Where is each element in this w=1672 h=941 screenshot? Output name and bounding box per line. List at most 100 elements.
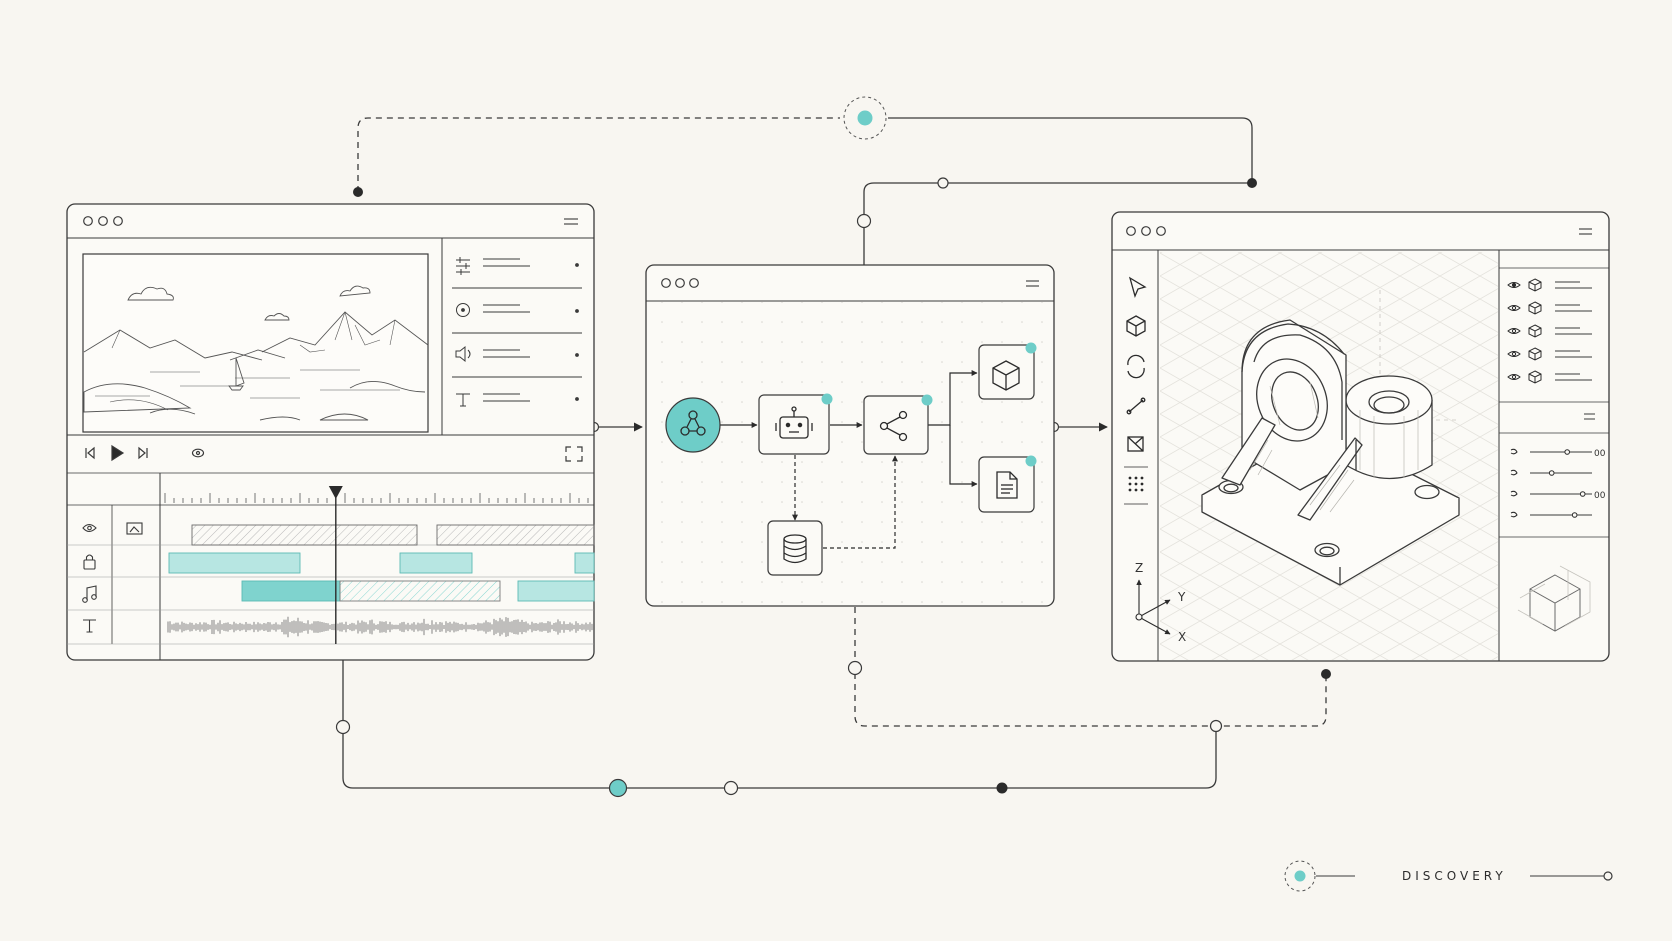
loop-icon[interactable] [191,448,205,458]
slider-row[interactable]: 00 [1510,490,1606,501]
slider-icon [1510,469,1518,476]
slider-row[interactable] [1510,511,1592,518]
window-controls[interactable] [83,216,123,226]
eye-icon[interactable] [1507,328,1521,334]
skip-forward-icon[interactable] [138,446,148,460]
window-controls[interactable] [661,278,699,288]
window-controls[interactable] [1126,226,1166,236]
eye-icon[interactable] [1507,351,1521,357]
axis-label-x: X [1178,630,1186,644]
share-icon [879,410,908,442]
slider-icon [1510,511,1518,518]
section-icon[interactable] [1127,436,1144,452]
text-icon[interactable] [83,619,96,633]
line-icon[interactable] [1126,397,1146,415]
layer-row[interactable] [1507,347,1592,361]
layer-row[interactable] [1507,278,1592,292]
cube-icon[interactable] [1126,315,1146,337]
window-control-dot[interactable] [98,216,108,226]
transport-controls [85,444,583,462]
clip-accent[interactable] [168,552,301,574]
cube-icon [992,360,1020,391]
image-track-icon[interactable] [126,522,143,535]
clip-accent[interactable] [241,580,341,602]
connector-top-right [888,117,1253,184]
cad-toolbar [1124,276,1148,505]
window-control-dot[interactable] [675,278,685,288]
hamburger-icon[interactable] [1584,413,1595,420]
clip[interactable] [191,524,418,546]
lock-icon[interactable] [83,554,96,570]
workflow-node-ai-agent[interactable] [758,393,833,455]
cad-viewport[interactable]: Z Y X [1135,252,1498,660]
slider-icon [1510,490,1518,497]
video-preview[interactable] [82,253,429,433]
window-control-dot[interactable] [83,216,93,226]
layer-list [1507,278,1592,384]
clip-accent[interactable] [399,552,473,574]
slider-thumb[interactable] [1564,449,1570,455]
layer-row[interactable] [1507,370,1592,384]
junction-ring [723,780,739,796]
cube-icon [1528,278,1542,292]
slider-row[interactable]: 00 [1510,448,1606,459]
track-headers [82,522,143,633]
music-icon[interactable] [82,585,97,603]
slider-row[interactable] [1510,469,1592,476]
workflow-node-model[interactable] [978,342,1037,400]
hamburger-icon[interactable] [1026,280,1039,287]
axis-triad [1135,579,1171,635]
skip-back-icon[interactable] [85,446,95,460]
layer-row[interactable] [1507,324,1592,338]
play-icon[interactable] [111,444,125,462]
bottom-accent-node [608,778,628,798]
cube-icon [1528,370,1542,384]
eye-icon[interactable] [1507,282,1521,288]
slider-thumb[interactable] [1579,491,1586,497]
grid-icon[interactable] [1128,476,1144,492]
isometric-part-drawing [1201,290,1460,586]
properties-panel [452,257,582,407]
cursor-icon[interactable] [1128,276,1147,298]
window-control-dot[interactable] [1126,226,1136,236]
workflow-node-document[interactable] [978,455,1037,513]
view-cube[interactable] [1517,565,1591,632]
connectors [342,117,1327,789]
text-icon[interactable] [456,393,470,407]
hamburger-icon[interactable] [564,218,578,225]
sliders-icon[interactable] [456,257,470,275]
workflow-node-share[interactable] [863,394,933,455]
connector-bottom-loop [342,660,1217,789]
clip-accent[interactable] [517,580,595,602]
hamburger-icon[interactable] [1579,228,1592,235]
landscape-illustration [83,285,429,421]
fullscreen-icon[interactable] [565,446,583,462]
eye-icon[interactable] [1507,374,1521,380]
brand-mark: DISCOVERY [1284,860,1613,892]
workflow-node-hub[interactable] [665,397,721,453]
target-icon[interactable] [456,303,470,317]
rotate-icon[interactable] [1127,354,1145,379]
window-control-dot[interactable] [1156,226,1166,236]
timeline-ruler[interactable] [164,493,589,503]
eye-icon[interactable] [82,523,97,533]
layer-row[interactable] [1507,301,1592,315]
slider-thumb[interactable] [1571,512,1578,518]
clip[interactable] [339,580,501,602]
window-control-dot[interactable] [689,278,699,288]
eye-icon[interactable] [1507,305,1521,311]
brand-end-node [1603,871,1613,881]
window-control-dot[interactable] [661,278,671,288]
slider-value: 00 [1594,491,1606,501]
clips [168,524,595,602]
speaker-icon[interactable] [455,345,471,363]
playhead[interactable] [328,486,343,644]
window-control-dot[interactable] [1141,226,1151,236]
slider-icon [1510,448,1518,455]
clip[interactable] [436,524,595,546]
cube-icon [1528,347,1542,361]
workflow-node-database[interactable] [767,520,823,576]
slider-thumb[interactable] [1548,470,1555,476]
window-control-dot[interactable] [113,216,123,226]
clip-accent[interactable] [574,552,595,574]
